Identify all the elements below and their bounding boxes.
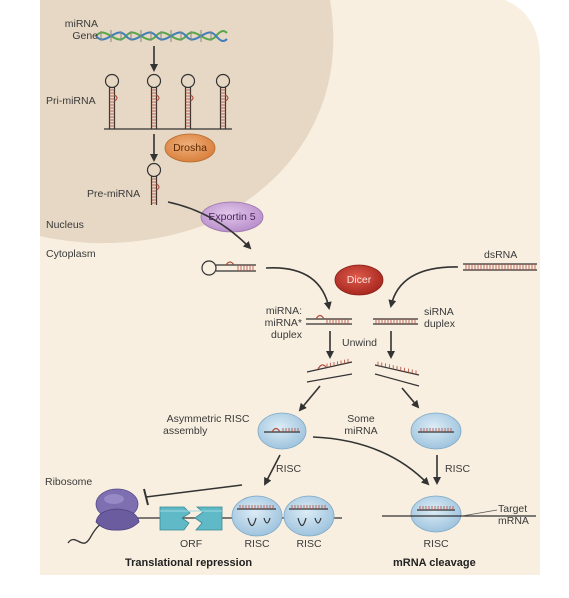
label-pri-mirna: Pri-miRNA xyxy=(46,95,96,107)
nucleus-region xyxy=(40,0,334,244)
unwound-strands-right xyxy=(374,361,420,387)
risc-complex-mid-right xyxy=(410,412,462,450)
target-pointer xyxy=(461,509,498,517)
label-risc-arrow-right: RISC xyxy=(445,463,471,475)
exported-pre-mirna xyxy=(201,260,256,276)
label-target-line1: Target xyxy=(498,503,528,515)
label-mirna-duplex: miRNA: miRNA* duplex xyxy=(244,305,302,341)
pri-mirna-hairpins xyxy=(104,73,232,130)
inhibition-arrow xyxy=(143,484,243,506)
unwound-strands-left xyxy=(306,358,353,383)
label-dsrna: dsRNA xyxy=(484,249,518,261)
label-mirna-duplex-line3: duplex xyxy=(271,329,302,341)
label-target-mrna: Target mRNA xyxy=(498,503,529,527)
risc-complex-mid-left xyxy=(257,412,307,450)
label-some-mirna: Some miRNA xyxy=(338,413,384,437)
label-target-line2: mRNA xyxy=(498,515,529,527)
label-some-line1: Some xyxy=(347,413,375,425)
label-nucleus: Nucleus xyxy=(46,219,84,231)
label-unwind: Unwind xyxy=(342,337,378,349)
drosha-enzyme xyxy=(164,133,216,163)
ribosome xyxy=(95,488,140,531)
label-mirna-gene: miRNA Gene xyxy=(54,18,98,42)
dsrna-strand xyxy=(463,263,537,271)
dicer-enzyme xyxy=(334,264,384,296)
label-exportin: Exportin 5 xyxy=(208,211,256,223)
risc-complex-cleavage xyxy=(410,495,462,533)
arrow-export xyxy=(167,201,252,250)
label-ribosome: Ribosome xyxy=(45,476,93,488)
arrow-dsrna-to-sirna xyxy=(388,266,459,308)
risc-complex-bottom-2 xyxy=(283,495,335,537)
label-risc-bottom-1: RISC xyxy=(244,538,270,550)
mirna-duplex xyxy=(306,314,352,325)
orf-box xyxy=(159,506,223,531)
pre-mirna-hairpin xyxy=(146,162,162,205)
label-translational-repression: Translational repression xyxy=(125,557,253,569)
mirna-gene-helix xyxy=(95,30,228,42)
label-risc-bottom-2: RISC xyxy=(296,538,322,550)
label-drosha: Drosha xyxy=(173,142,207,154)
arrow-to-risc-right xyxy=(401,387,420,409)
label-mirna-gene-line1: miRNA xyxy=(64,18,98,30)
label-risc-arrow-left: RISC xyxy=(276,463,302,475)
label-asym-line1: Asymmetric RISC xyxy=(166,413,250,425)
label-orf: ORF xyxy=(180,538,203,550)
label-dicer: Dicer xyxy=(346,274,372,286)
label-mrna-cleavage: mRNA cleavage xyxy=(393,557,476,569)
arrow-some-mirna-cleavage xyxy=(312,436,430,486)
arrow-risc-to-repression xyxy=(264,454,281,486)
arrow-to-risc-left xyxy=(298,385,321,412)
label-some-line2: miRNA xyxy=(344,425,378,437)
label-asymmetric-risc: Asymmetric RISC assembly xyxy=(157,413,259,437)
arrow-pre-to-duplex xyxy=(265,267,332,310)
label-mirna-duplex-line2: miRNA* xyxy=(264,317,302,329)
label-cytoplasm: Cytoplasm xyxy=(46,248,96,260)
label-sirna-duplex-line1: siRNA xyxy=(424,306,454,318)
label-mirna-duplex-line1: miRNA: xyxy=(265,305,302,317)
label-sirna-duplex: siRNA duplex xyxy=(424,306,455,330)
label-asym-line2: assembly xyxy=(163,425,208,437)
label-mirna-gene-line2: Gene xyxy=(72,30,98,42)
label-sirna-duplex-line2: duplex xyxy=(424,318,455,330)
label-pre-mirna: Pre-miRNA xyxy=(87,188,141,200)
label-risc-bottom-3: RISC xyxy=(423,538,449,550)
sirna-duplex xyxy=(373,318,418,325)
risc-complex-bottom-1 xyxy=(231,495,283,537)
